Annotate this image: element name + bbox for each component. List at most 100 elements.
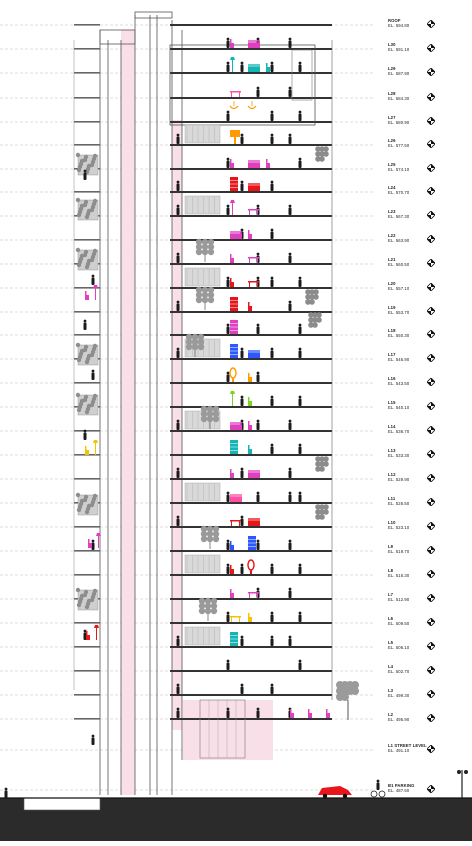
person-figure [256, 86, 260, 90]
person-figure [298, 395, 302, 399]
tree-canopy [212, 415, 220, 423]
tree-canopy [204, 597, 212, 605]
chair-furniture [230, 258, 234, 263]
level-name: L17 [388, 352, 396, 357]
person-figure [270, 398, 274, 406]
level-name: ROOF [388, 18, 401, 23]
chair-furniture [248, 230, 250, 234]
tree-canopy [185, 338, 193, 346]
tree-canopy [204, 607, 212, 615]
elevation-marker-icon [427, 498, 435, 506]
floor-slab [170, 454, 332, 456]
person-figure [288, 300, 292, 304]
facade-tree [305, 294, 311, 300]
chair-furniture [230, 282, 234, 287]
table-furniture [248, 209, 259, 211]
balcony-slab [74, 144, 100, 146]
lamp-furniture [232, 60, 233, 72]
person-figure [240, 183, 244, 191]
person-figure [298, 113, 302, 121]
person-figure [226, 326, 230, 334]
chair-furniture [230, 163, 234, 168]
chandelier-furniture [229, 105, 239, 110]
person-figure [270, 350, 274, 358]
chair-furniture [308, 713, 312, 718]
facade-tree [313, 294, 319, 300]
person-figure [176, 136, 180, 144]
person-figure [176, 686, 180, 694]
person-figure [298, 563, 302, 567]
level-name: L20 [388, 281, 396, 286]
person-figure [288, 207, 292, 215]
chair-furniture [230, 565, 232, 569]
level-elevation: EL. 570.70 [388, 190, 410, 195]
elevation-marker-icon [427, 235, 435, 243]
balcony-slab [74, 48, 100, 50]
person-figure [270, 347, 274, 351]
tree-foliage [92, 343, 98, 349]
tree-canopy [207, 238, 215, 246]
tree-canopy [197, 343, 205, 351]
person-figure [256, 707, 260, 711]
elevation-marker-icon [427, 68, 435, 76]
tree-foliage [86, 598, 92, 604]
table-furniture [257, 258, 258, 263]
person-figure [270, 635, 274, 639]
facade-tree [309, 299, 315, 305]
person-figure [240, 515, 244, 519]
elevation-marker-icon [427, 330, 435, 338]
floor-slab [170, 72, 332, 74]
person-figure [270, 276, 274, 280]
tv-furniture [234, 137, 236, 144]
tree-canopy [197, 333, 205, 341]
tree-canopy [206, 405, 214, 413]
person-figure [256, 37, 260, 41]
chair-furniture [248, 373, 250, 377]
chair-furniture [248, 377, 252, 382]
tree-canopy [207, 286, 215, 294]
tree-canopy [185, 343, 193, 351]
floor-slab [170, 526, 332, 528]
tree-canopy [207, 248, 215, 256]
table-furniture [231, 617, 232, 622]
tree-foliage [83, 494, 89, 500]
person-figure [298, 659, 302, 663]
person-figure [256, 326, 260, 334]
person-figure [176, 350, 180, 358]
tree-foliage [79, 498, 85, 504]
level-elevation: EL. 563.90 [388, 238, 410, 243]
tree-canopy [195, 286, 203, 294]
chair-furniture [248, 445, 250, 449]
person-figure [240, 566, 244, 574]
facade-tree [319, 456, 325, 462]
person-figure [176, 204, 180, 208]
facade-tree [315, 146, 321, 152]
person-figure [298, 614, 302, 622]
person-figure [176, 638, 180, 646]
person-figure [298, 494, 302, 502]
balcony-slab [74, 334, 100, 336]
chair-furniture [248, 401, 252, 406]
tree-canopy [207, 243, 215, 251]
person-figure [298, 446, 302, 454]
floor-slab [170, 430, 332, 432]
street-tree [351, 687, 359, 695]
floor-slab [170, 406, 332, 408]
person-figure [298, 279, 302, 287]
person-figure [226, 494, 230, 502]
person-figure [226, 204, 230, 208]
tree-canopy [212, 410, 220, 418]
table-furniture [249, 258, 250, 263]
person-figure [240, 470, 244, 478]
elevation-marker-icon [427, 594, 435, 602]
elevation-marker-icon [427, 522, 435, 530]
lamp-furniture [230, 391, 235, 394]
person-figure [256, 374, 260, 382]
level-elevation: EL. 506.10 [388, 645, 410, 650]
level-elevation: EL. 529.90 [388, 477, 410, 482]
person-figure [298, 323, 302, 327]
person-figure [256, 587, 260, 591]
